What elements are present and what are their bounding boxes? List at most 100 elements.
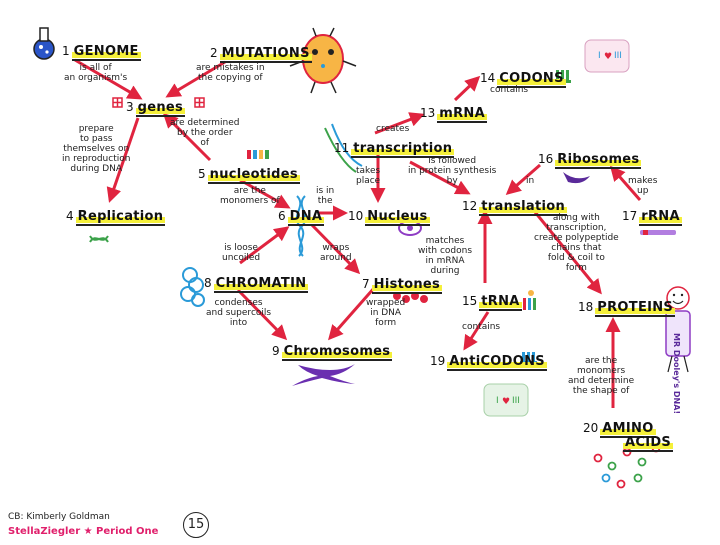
ribosome-icon [563, 172, 590, 184]
arrow-transcription-translation [409, 160, 471, 195]
svg-text:♥: ♥ [502, 397, 510, 407]
gene-grid-icon [112, 97, 205, 108]
node-number: 12 [462, 199, 478, 213]
transcription-strand-icon [324, 123, 363, 173]
link-dna-is-in: is in the [316, 186, 335, 206]
node-term: translation [479, 199, 568, 216]
svg-text:I: I [496, 396, 499, 406]
love-codon-card-icon: I ♥ III [584, 39, 630, 73]
arrow-genes-replication [106, 117, 140, 203]
nucleotide-blocks-icon [247, 150, 269, 159]
node-number: 17 [622, 209, 638, 223]
link-transcription-place: takes place [356, 166, 381, 186]
link-genome-desc: is all of an organism's [64, 63, 128, 83]
arrow-mrna-codons [453, 75, 481, 102]
node-term: nucleotides [207, 167, 300, 184]
node-term: mRNA [437, 106, 487, 123]
arrow-transcription-mrna [374, 112, 425, 135]
link-histones-wrapped: wrapped in DNA form [366, 298, 406, 328]
arrow-chromatin-dna [239, 226, 290, 265]
arrow-rrna-ribosomes [610, 165, 642, 201]
node-number: 9 [272, 344, 280, 358]
node-number: 15 [462, 294, 478, 308]
link-transcription-followed: is followed in protein synthesis by [408, 156, 497, 186]
node-number: 11 [334, 141, 350, 155]
svg-text:III: III [614, 51, 622, 61]
svg-text:III: III [512, 396, 520, 406]
arrow-mutations-genes [165, 60, 226, 98]
node-number: 10 [348, 209, 364, 223]
link-rrna-makes: makes up [628, 176, 658, 196]
node-number: 4 [66, 209, 74, 223]
node-number: 16 [538, 152, 554, 166]
node-number: 3 [126, 100, 134, 114]
node-number: 20 [583, 421, 599, 435]
node-number: 6 [278, 209, 286, 223]
author: StellaZiegler ★ Period One [8, 526, 159, 537]
node-term: rRNA [639, 209, 682, 226]
link-chromatin-condenses: condenses and supercoils into [206, 298, 272, 328]
histone-beads-icon [393, 292, 428, 303]
node-number: 14 [480, 71, 496, 85]
protein-person-icon [665, 286, 691, 373]
replication-helix-icon [89, 235, 109, 243]
rrna-icon [640, 230, 676, 235]
node-term: AMINO [600, 421, 656, 438]
arrow-dna-histones [310, 223, 361, 275]
link-mutations-desc: are mistakes in the copying of [196, 63, 265, 83]
flask-icon [33, 27, 55, 60]
arrow-histones-chromosomes [328, 286, 377, 341]
node-term: tRNA [479, 294, 522, 311]
node-number: 18 [578, 300, 594, 314]
link-dna-wraps: wraps around [320, 243, 352, 263]
chromatin-coil-icon [180, 267, 205, 307]
link-dna-loose: is loose uncoiled [222, 243, 261, 263]
node-term: CODONS [497, 71, 566, 88]
arrow-chromatin-chromosomes [236, 288, 288, 341]
node-term: Replication [75, 209, 166, 226]
node-term: Chromosomes [281, 344, 393, 361]
link-translation-along: along with transcription, create polypep… [534, 213, 619, 273]
node-number: 7 [362, 277, 370, 291]
love-anticodon-card-icon: I ♥ III [483, 383, 529, 417]
node-number: 5 [198, 167, 206, 181]
node-term: GENOME [71, 44, 141, 61]
node-number: 19 [430, 354, 446, 368]
arrow-genome-genes [74, 58, 143, 100]
node-term: ACIDS [623, 435, 674, 452]
credits: CB: Kimberly Goldman [8, 512, 110, 522]
node-term: PROTEINS [595, 300, 676, 317]
arrow-trna-anticodons [463, 311, 490, 351]
node-term: DNA [287, 209, 325, 226]
mutation-monster-icon [289, 27, 357, 94]
link-mrna-contains: contains [490, 85, 529, 95]
svg-text:♥: ♥ [604, 52, 612, 62]
svg-text:I: I [598, 51, 601, 61]
link-trna-matches: matches with codons in mRNA during [418, 236, 473, 276]
node-term: genes [135, 100, 186, 117]
trna-icon [523, 290, 536, 310]
link-ribosomes-in: in [526, 176, 535, 186]
node-number: 2 [210, 46, 218, 60]
link-amino-monomers: are the monomers and determine the shape… [568, 356, 635, 396]
node-term: AntiCODONS [447, 354, 547, 371]
node-term: Nucleus [365, 209, 430, 226]
arrow-nucleotides-genes [162, 112, 212, 162]
dna-helix-icon [295, 195, 307, 257]
